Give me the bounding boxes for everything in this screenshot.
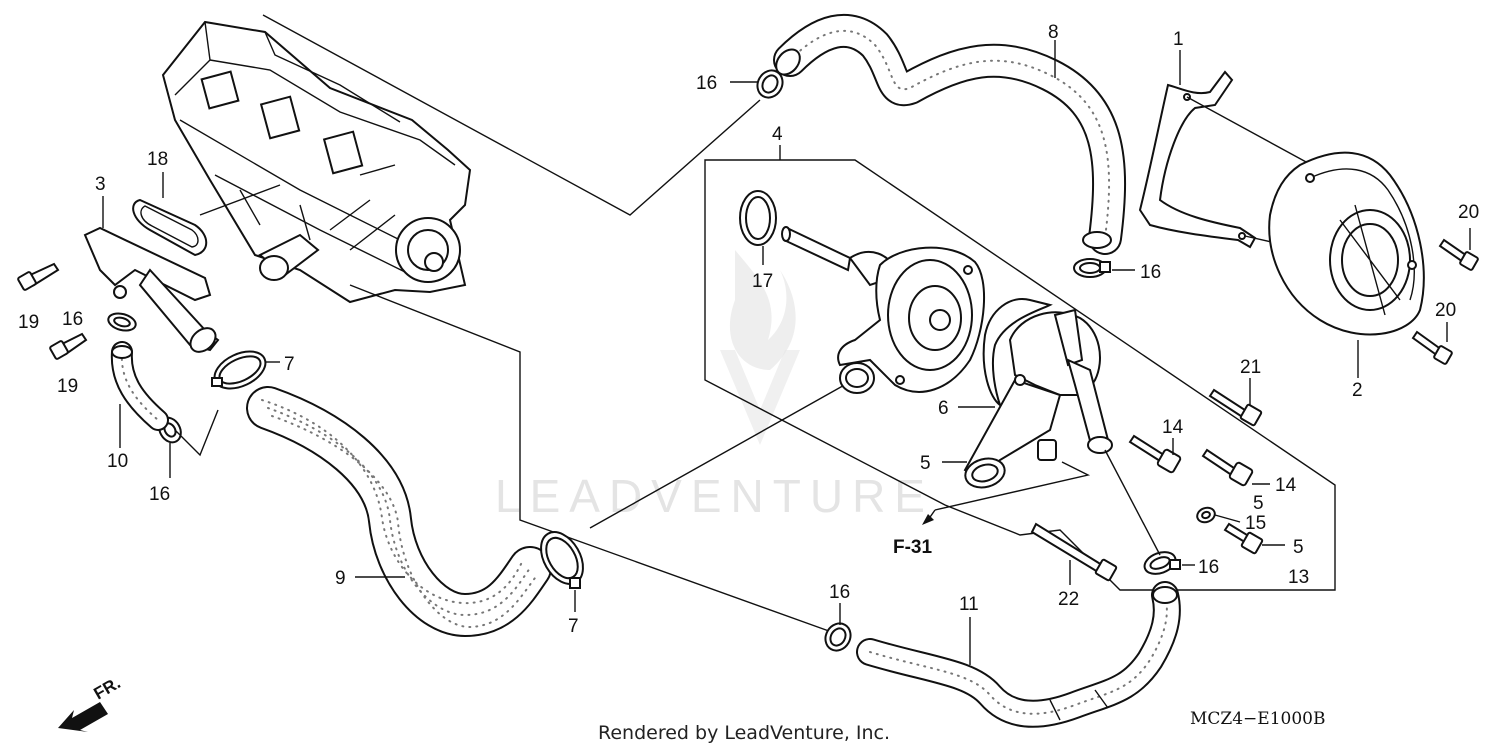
callout-22: 22 [1058, 589, 1079, 610]
bolt-14-upper [1128, 434, 1182, 474]
leader-f31 [934, 461, 1091, 511]
footer-credit: Rendered by LeadVenture, Inc. [598, 722, 890, 744]
thermostat-housing [963, 308, 1113, 489]
engine-leader [262, 14, 761, 216]
bolt-21 [1208, 388, 1263, 427]
callout-14: 14 [1162, 417, 1184, 438]
callout-3: 3 [95, 174, 106, 195]
front-label: FR. [91, 673, 124, 703]
leader-bracket [174, 409, 219, 457]
leader-thermo-clamp [1104, 449, 1161, 556]
arrow-head-f31 [922, 514, 934, 525]
hose-11 [856, 581, 1181, 728]
reference-f31: F-31 [893, 537, 933, 558]
hose-clamp-16-lower-right [1143, 551, 1181, 575]
callout-13: 13 [1288, 567, 1309, 588]
o-ring-gasket [132, 198, 208, 257]
callout-18: 18 [147, 149, 168, 170]
bolt-20-upper [1438, 238, 1479, 271]
callout-6: 6 [938, 398, 949, 419]
engine-leader-lower [349, 284, 841, 636]
callout-16: 16 [1140, 262, 1161, 283]
callout-9: 9 [335, 568, 346, 589]
callout-7: 7 [284, 354, 295, 375]
front-direction-arrow: FR. [58, 673, 124, 732]
callout-5: 5 [920, 453, 931, 474]
bolt-19-lower [49, 332, 88, 360]
hose-clamp-16-hose8 [1073, 258, 1111, 278]
bolt-20-lower [1411, 330, 1453, 365]
callout-labels: 1 2 3 4 5 5 5 6 7 7 8 9 10 11 13 14 14 1… [18, 22, 1479, 637]
pump-cover [1268, 151, 1425, 336]
callout-11: 11 [959, 594, 979, 615]
callout-16: 16 [696, 73, 717, 94]
water-pump-body [781, 226, 985, 394]
watermark: LEADVENTURE [495, 250, 934, 522]
callout-14: 14 [1275, 475, 1297, 496]
callout-16: 16 [829, 582, 850, 603]
o-ring-17 [739, 190, 777, 246]
callout-20: 20 [1458, 202, 1479, 223]
hose-clamp-16-bottom [824, 622, 852, 652]
callout-19: 19 [57, 376, 78, 397]
engine-block-illustration [161, 20, 472, 304]
washer-15 [1196, 506, 1216, 524]
hose-8 [773, 13, 1127, 255]
callout-17: 17 [752, 271, 773, 292]
water-pipe [83, 226, 220, 353]
leader-18b [199, 184, 281, 216]
callout-15: 15 [1245, 513, 1266, 534]
callout-1: 1 [1173, 29, 1184, 50]
hose-clamp-16-top [756, 69, 784, 99]
callout-4: 4 [772, 124, 783, 145]
callout-7: 7 [568, 616, 579, 637]
bracket [1138, 70, 1257, 249]
diagram-code: MCZ4−E1000B [1190, 709, 1325, 729]
callout-5: 5 [1293, 537, 1304, 558]
leader-pump-outlet [589, 382, 849, 529]
watermark-text: LEADVENTURE [495, 470, 934, 522]
hose-9 [246, 386, 552, 637]
callout-2: 2 [1352, 380, 1363, 401]
callout-21: 21 [1240, 357, 1261, 378]
leader-15 [1214, 514, 1241, 523]
hose-10 [110, 341, 169, 431]
callout-10: 10 [107, 451, 128, 472]
hose-clamp-7-upper [211, 350, 267, 390]
hose-clamp-16-left-top [107, 312, 137, 332]
callout-16: 16 [62, 309, 83, 330]
callout-16: 16 [1198, 557, 1219, 578]
bolt-14-lower [1201, 448, 1254, 487]
bolt-19-upper [17, 262, 60, 291]
bolt-22 [1030, 522, 1118, 582]
callout-16: 16 [149, 484, 170, 505]
bolt-13 [1223, 522, 1264, 555]
callout-8: 8 [1048, 22, 1059, 43]
hose-clamp-7-lower [540, 531, 584, 589]
gasket-6 [982, 298, 1053, 408]
callout-19: 19 [18, 312, 39, 333]
callout-5: 5 [1253, 493, 1264, 514]
callout-20: 20 [1435, 300, 1456, 321]
